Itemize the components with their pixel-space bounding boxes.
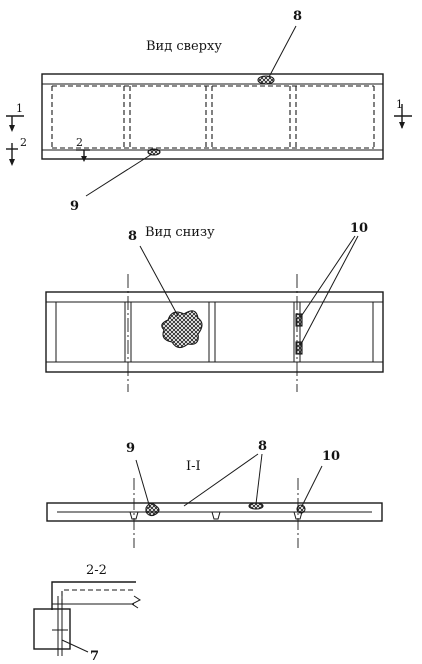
section-2-2-break-line [131, 595, 141, 609]
top-view-part-9 [147, 148, 161, 156]
bottom-view-title: Вид снизу [145, 225, 215, 240]
callout-section-8: 8 [258, 439, 267, 454]
callout-section-10: 10 [322, 449, 340, 464]
section-part-9 [145, 502, 160, 517]
callout-leader-bottom-10 [299, 235, 359, 347]
section-2-2-title: 2-2 [86, 563, 107, 578]
section-arrowhead [399, 122, 405, 129]
section-label-left-2: 2 [20, 136, 27, 149]
section-2-2: 2-2 7 [33, 563, 141, 664]
section-1-1-slab [46, 502, 383, 522]
callout-leader-section-9 [135, 459, 151, 509]
section-2-2-hidden-line [61, 589, 134, 604]
bottom-view-part-10 [295, 313, 303, 327]
callout-top-8: 8 [293, 9, 302, 24]
callout-section-9: 9 [126, 441, 135, 456]
callout-leader-detail-7 [61, 639, 89, 653]
section-1-1-rib [211, 511, 221, 520]
callout-leader-section-8 [183, 453, 259, 507]
callout-leader-bottom-8 [139, 245, 179, 317]
top-view-title: Вид сверху [146, 39, 222, 54]
callout-leader-section-10 [301, 465, 323, 507]
callout-leader-top-9 [85, 153, 153, 197]
bottom-view: Вид снизу 8 10 [45, 221, 384, 392]
bottom-view-outline [45, 291, 384, 373]
callout-top-9: 9 [70, 199, 79, 214]
callout-bottom-10: 10 [350, 221, 368, 236]
section-arrowhead [9, 159, 15, 166]
section-2-2-slab-top [51, 581, 136, 610]
section-label-inner-2: 2 [76, 136, 83, 149]
callout-leader-top-8 [268, 25, 297, 78]
section-arrowhead [9, 125, 15, 132]
section-1-1-title: I-I [186, 459, 201, 474]
bottom-view-part-10 [295, 341, 303, 355]
section-label-right-1: 1 [396, 98, 403, 111]
callout-leader-bottom-10 [299, 235, 356, 319]
bottom-view-part-8 [161, 310, 203, 349]
section-arrowhead [81, 156, 87, 162]
section-label-left-1: 1 [16, 102, 23, 115]
top-view: Вид сверху 8 9 1 2 2 [6, 9, 412, 214]
callout-bottom-8: 8 [128, 229, 137, 244]
top-view-part-8 [257, 75, 275, 85]
section-part-10 [296, 504, 306, 514]
section-2-2-support [33, 608, 71, 650]
callout-leader-section-8 [255, 453, 263, 505]
section-1-1: I-I 9 8 10 [46, 439, 383, 548]
top-view-outline [41, 73, 384, 160]
callout-detail-7: 7 [90, 649, 99, 664]
